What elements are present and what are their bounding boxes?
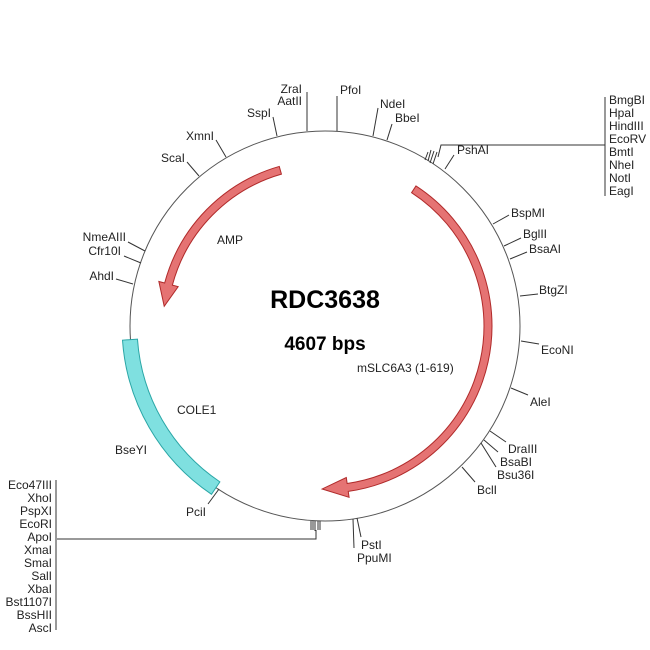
site-label[interactable]: BglII: [523, 227, 547, 241]
mcs-site-label[interactable]: BmtI: [609, 145, 634, 159]
site-ticks: [55, 92, 606, 630]
site-label[interactable]: PfoI: [340, 83, 361, 97]
mcs-site-label[interactable]: XhoI: [27, 491, 52, 505]
site-label[interactable]: NmeAIII: [83, 230, 126, 244]
mcs-site-label[interactable]: SmaI: [24, 556, 52, 570]
mcs-site-label[interactable]: Bst1107I: [6, 595, 52, 609]
mcs-bottom-list: Eco47IIIXhoIPspXIEcoRIApoIXmaISmaISalIXb…: [6, 478, 52, 635]
plasmid-name: RDC3638: [270, 286, 380, 314]
mslc6a3-arrow[interactable]: [320, 185, 493, 499]
site-label[interactable]: Cfr10I: [88, 244, 121, 258]
site-label[interactable]: PstI: [361, 538, 382, 552]
mcs-site-label[interactable]: EagI: [609, 184, 634, 198]
mcs-site-label[interactable]: EcoRV: [609, 132, 646, 146]
mcs-site-label[interactable]: EcoRI: [19, 517, 52, 531]
site-label[interactable]: AleI: [530, 395, 551, 409]
site-label[interactable]: AatII: [277, 94, 302, 108]
site-label[interactable]: AhdI: [89, 269, 114, 283]
cole1-label: COLE1: [177, 403, 217, 417]
site-label[interactable]: BsaAI: [529, 242, 561, 256]
site-label[interactable]: BseYI: [115, 443, 147, 457]
site-label[interactable]: SspI: [247, 106, 271, 120]
site-label[interactable]: PciI: [186, 505, 206, 519]
cole1-feature[interactable]: [121, 338, 221, 495]
mcs-site-label[interactable]: HpaI: [609, 106, 634, 120]
site-label[interactable]: DraIII: [508, 442, 537, 456]
site-label[interactable]: NdeI: [380, 97, 405, 111]
site-label[interactable]: PshAI: [457, 143, 489, 157]
site-label[interactable]: ScaI: [161, 151, 185, 165]
mcs-site-label[interactable]: PspXI: [20, 504, 52, 518]
mcs-site-label[interactable]: ApoI: [27, 530, 52, 544]
mcs-site-label[interactable]: XmaI: [24, 543, 52, 557]
site-label[interactable]: BspMI: [511, 206, 545, 220]
site-label[interactable]: BsaBI: [500, 455, 532, 469]
mcs-site-label[interactable]: HindIII: [609, 119, 644, 133]
site-label[interactable]: PpuMI: [357, 551, 392, 565]
mcs-site-label[interactable]: NheI: [609, 158, 634, 172]
backbone-circle: [129, 130, 521, 522]
mcs-site-label[interactable]: SalI: [31, 569, 52, 583]
site-label[interactable]: BbeI: [395, 111, 420, 125]
site-label[interactable]: EcoNI: [541, 343, 574, 357]
mcs-site-label[interactable]: BssHII: [17, 608, 52, 622]
mcs-site-label[interactable]: Eco47III: [8, 478, 52, 492]
plasmid-length: 4607 bps: [284, 334, 365, 355]
site-label[interactable]: BclI: [477, 483, 497, 497]
mcs-site-label[interactable]: AscI: [29, 621, 52, 635]
amp-arrow[interactable]: [158, 165, 283, 308]
site-label[interactable]: Bsu36I: [497, 468, 534, 482]
mcs-site-label[interactable]: XbaI: [27, 582, 52, 596]
site-label[interactable]: ZraI: [281, 82, 302, 96]
mcs-site-label[interactable]: NotI: [609, 171, 631, 185]
mcs-site-label[interactable]: BmgBI: [609, 93, 645, 107]
amp-label: AMP: [217, 233, 243, 247]
site-label[interactable]: BtgZI: [539, 283, 568, 297]
insert-label: mSLC6A3 (1-619): [357, 361, 454, 375]
site-label[interactable]: XmnI: [186, 129, 214, 143]
